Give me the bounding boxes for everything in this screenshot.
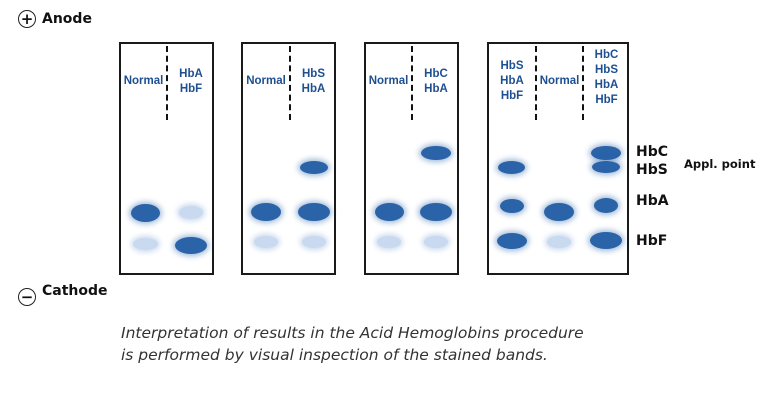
cathode-label: Cathode [42,283,108,299]
band-hbf [497,233,527,249]
gel-panel-3: Normal HbC HbA [364,42,459,275]
lane-label: Normal [368,75,409,87]
lane-label: Normal [123,75,164,87]
band-hbf-faint [254,236,278,248]
figure-caption: Interpretation of results in the Acid He… [121,322,681,366]
band-hbs [592,161,620,173]
lane-label: Normal [246,75,286,87]
band-hba-faint [179,206,203,219]
legend-hbs: HbS [636,162,668,178]
lane-label: HbS HbA [301,68,326,95]
lane-divider [582,46,584,120]
band-hba [251,203,281,221]
lane-label: HbS HbA HbF [500,60,524,102]
anode-marker: + Anode [18,10,92,28]
lane-label: HbC HbS HbA HbF [594,49,619,106]
band-hbs [498,161,525,174]
gel-panel-2: Normal HbS HbA [241,42,336,275]
band-hbf [175,237,207,254]
lane-divider [289,46,291,120]
gel-lane: HbA HbF [168,44,214,273]
gel-lane: HbS HbA [291,44,336,273]
band-hba [298,203,330,221]
minus-icon: − [18,288,36,306]
gel-lane: HbS HbA HbF [489,44,535,273]
lane-divider [166,46,168,120]
band-hba [131,204,160,222]
cathode-marker: − Cathode [18,283,108,306]
band-hbf-faint [377,236,401,248]
gel-lane: Normal [243,44,289,273]
application-point-label: Appl. point [684,157,756,171]
gel-lane: HbC HbA [413,44,459,273]
band-hbc [421,146,451,160]
band-hba [594,198,618,213]
plus-icon: + [18,10,36,28]
gel-lane: Normal [366,44,411,273]
band-hba [544,203,574,221]
band-hba [500,199,524,213]
lane-divider [535,46,537,120]
band-hba [420,203,452,221]
band-hbf-faint [547,236,571,248]
caption-line: is performed by visual inspection of the… [121,346,548,364]
gel-panel-4: HbS HbA HbF Normal HbC HbS HbA HbF [487,42,629,275]
legend-hbf: HbF [636,233,668,249]
anode-label: Anode [42,11,92,27]
band-hbf [590,232,622,249]
band-hbs [300,161,328,174]
gel-lane: Normal [121,44,166,273]
band-hba [375,203,404,221]
caption-line: Interpretation of results in the Acid He… [121,324,584,342]
lane-label: HbA HbF [179,68,203,95]
band-hbf-faint [424,236,448,248]
band-hbc [591,146,621,160]
band-hbf-faint [302,236,326,248]
gel-panel-1: Normal HbA HbF [119,42,214,275]
legend-hba: HbA [636,193,669,209]
band-hbf-faint [133,238,158,250]
lane-label: Normal [539,75,580,87]
gel-lane: HbC HbS HbA HbF [584,44,629,273]
legend-hbc: HbC [636,144,669,160]
gel-lane: Normal [537,44,582,273]
lane-label: HbC HbA [424,68,448,95]
lane-divider [411,46,413,120]
